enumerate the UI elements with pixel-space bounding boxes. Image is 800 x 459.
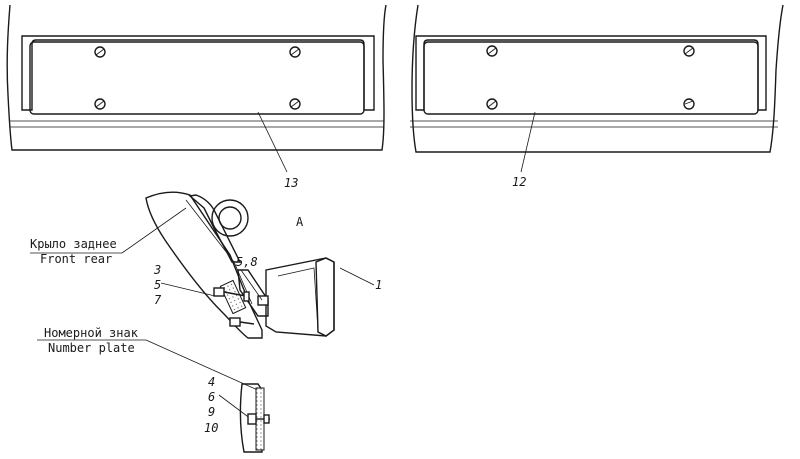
callout-1: 1 bbox=[375, 278, 382, 292]
callout-4: 4 bbox=[208, 375, 215, 389]
caption-number-plate-ru: Номерной знак bbox=[44, 326, 139, 340]
leader-line bbox=[257, 111, 288, 173]
callout-5: 5 bbox=[154, 278, 161, 292]
callout-9: 9 bbox=[208, 405, 215, 419]
plate-screw bbox=[486, 98, 498, 110]
callout-6: 6 bbox=[208, 390, 215, 404]
view-label: A bbox=[296, 215, 304, 229]
callout-3: 3 bbox=[153, 263, 161, 277]
plate-screw bbox=[289, 46, 301, 58]
bolt bbox=[213, 287, 250, 302]
plate-screw bbox=[683, 45, 695, 57]
bolt bbox=[257, 295, 269, 306]
callout-10: 10 bbox=[204, 421, 218, 435]
bolt bbox=[229, 317, 255, 327]
callout-5-8: 5,8 bbox=[236, 255, 258, 269]
caption-rear-fender-ru: Крыло заднее bbox=[30, 237, 117, 251]
plate-screw bbox=[94, 46, 106, 58]
plate-panel-right bbox=[410, 4, 784, 173]
plate-panel-left bbox=[6, 4, 387, 173]
leader-line bbox=[520, 111, 536, 173]
number-plate-section bbox=[239, 383, 270, 453]
callout-13: 13 bbox=[284, 176, 298, 190]
callout-12: 12 bbox=[512, 175, 526, 189]
caption-rear-fender-en: Front rear bbox=[40, 252, 112, 266]
plate-screw bbox=[94, 98, 106, 110]
callout-7: 7 bbox=[154, 293, 162, 307]
plate-screw bbox=[683, 98, 695, 110]
plate-screw bbox=[486, 45, 498, 57]
caption-number-plate-en: Number plate bbox=[48, 341, 135, 355]
fender-section bbox=[145, 191, 335, 339]
plate-screw bbox=[289, 98, 301, 110]
